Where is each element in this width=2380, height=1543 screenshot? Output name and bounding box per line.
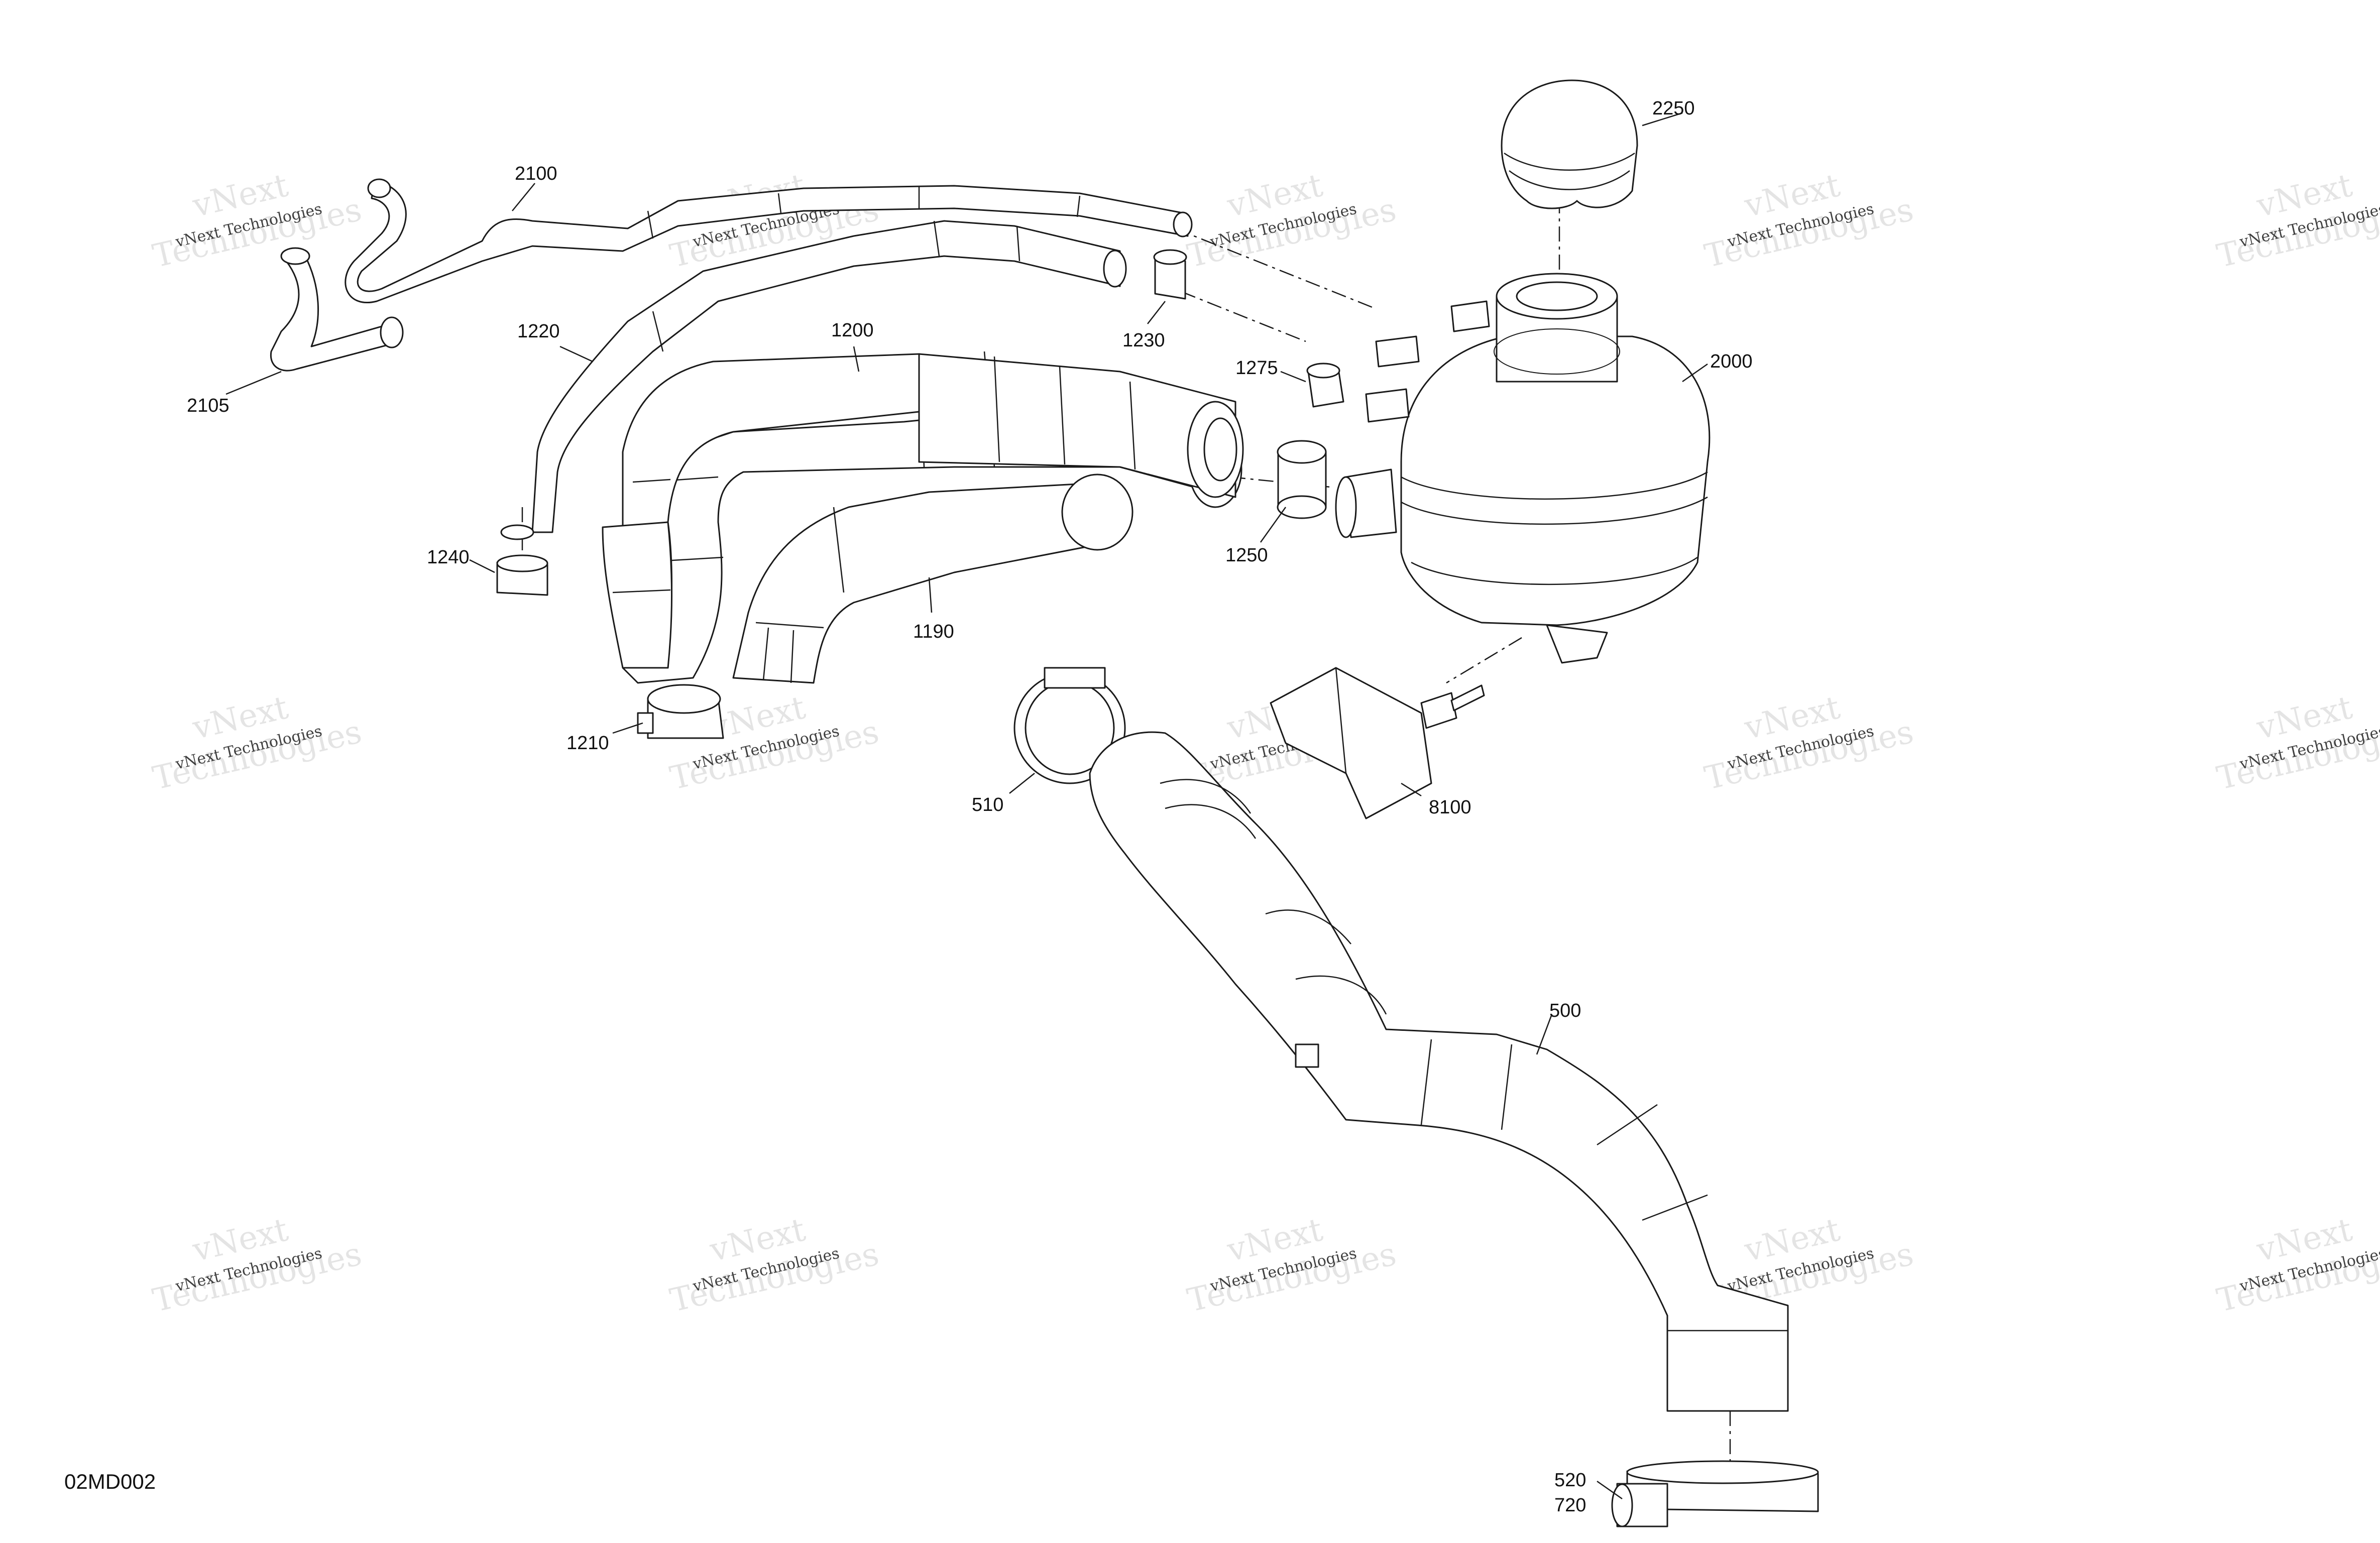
callout-1275: 1275 (1235, 358, 1278, 379)
callout-1250: 1250 (1225, 545, 1268, 566)
callout-1200: 1200 (831, 320, 874, 341)
reservoir-2000 (1335, 273, 1711, 664)
hose-1190 (732, 473, 1134, 684)
clamp-1275 (1306, 363, 1344, 408)
hose-2105 (270, 247, 404, 372)
callout-2100: 2100 (515, 163, 557, 184)
callout-520: 520 (1554, 1470, 1586, 1491)
leader-lines (225, 112, 1708, 1500)
clamp-510 (1013, 667, 1126, 784)
callout-2105: 2105 (187, 395, 230, 416)
clamp-1230 (1153, 249, 1187, 300)
callout-1240: 1240 (427, 547, 470, 568)
callout-8100: 8100 (1429, 797, 1471, 818)
callout-labels: 2100 2105 1220 1200 1230 1275 2250 2000 … (187, 98, 1753, 1516)
callout-510: 510 (972, 794, 1003, 815)
clamp-1210 (637, 684, 724, 739)
callout-500: 500 (1549, 1000, 1581, 1021)
callout-1220: 1220 (517, 321, 560, 342)
sensor-8100 (1270, 667, 1485, 819)
callout-720: 720 (1554, 1495, 1586, 1516)
callout-2250: 2250 (1652, 98, 1695, 119)
callout-1190: 1190 (913, 621, 954, 642)
hose-1200 (602, 351, 1244, 684)
callout-2000: 2000 (1710, 351, 1753, 372)
drawing-code: 02MD002 (64, 1470, 156, 1493)
clamp-1240 (496, 554, 548, 596)
hose-1220 (500, 220, 1127, 540)
hose-500 (1089, 731, 1789, 1412)
clamp-520-720 (1611, 1460, 1819, 1527)
callout-1210: 1210 (566, 733, 609, 754)
clamp-1250 (1277, 440, 1327, 519)
callout-1230: 1230 (1122, 330, 1165, 351)
cap-2250 (1501, 79, 1638, 209)
hose-2100 (345, 178, 1193, 303)
